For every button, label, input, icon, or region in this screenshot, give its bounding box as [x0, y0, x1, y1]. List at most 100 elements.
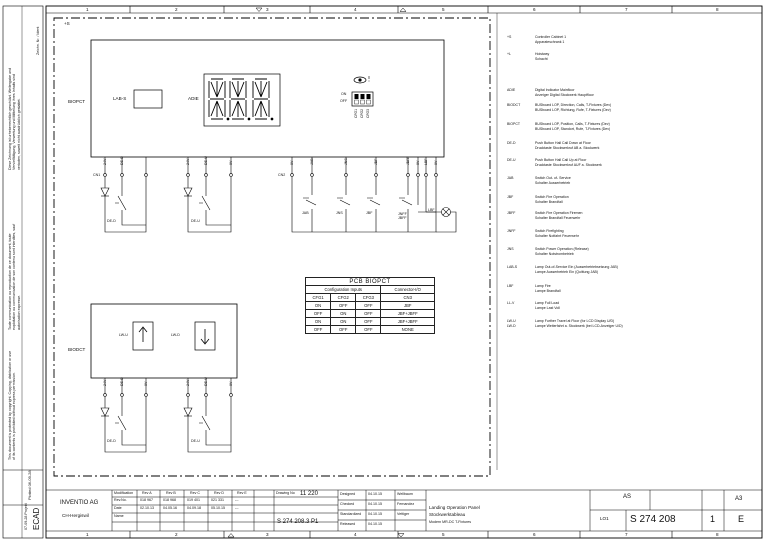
grid-col-8-bottom: 8	[716, 531, 719, 537]
revision-cell: 018 967	[140, 498, 153, 502]
table-cell: OFF	[330, 325, 357, 334]
legend-description: Switch Fire Operation Firemen	[535, 211, 583, 215]
pcb-group-config: Configuration Inputs	[304, 285, 382, 294]
pin-de-d: DE-D	[120, 156, 124, 165]
pin-cn2-0v: 0V	[290, 160, 294, 165]
doc-type: AS	[623, 494, 632, 500]
table-row: ON ON OFF JBF+JBFF	[304, 317, 435, 326]
revision-cell: Rev.No.	[114, 498, 127, 502]
table-cell: OFF	[304, 325, 332, 334]
rev-col-d: Rev D	[214, 491, 224, 495]
table-cell: OFF	[355, 317, 382, 326]
connector-cn1: CN1	[93, 173, 101, 177]
rev-col-c: Rev C	[190, 491, 200, 495]
rev-col-mod: Modification	[114, 491, 134, 495]
grid-col-6: 6	[533, 6, 536, 12]
margin-plot-ref: 07-09-28 Projekt	[24, 503, 28, 530]
approval-date: 04.10.15	[368, 512, 382, 516]
bottom-pushbutton-de-d: DE-D	[107, 439, 116, 443]
pcb-header-cfg3: CFG3	[355, 293, 382, 302]
margin-drawing-ref: Zeichn. Nr. / Ident	[36, 26, 40, 55]
switch-jns-label: JNS	[336, 211, 343, 215]
approval-date: 04.10.15	[368, 502, 382, 506]
approval-date: 04.10.15	[368, 492, 382, 496]
drawing-no-label: Drawing No	[276, 491, 295, 495]
dip-switch	[351, 91, 374, 107]
grid-col-2: 2	[175, 6, 178, 12]
revision-cell: 019 401	[187, 498, 200, 502]
pushbutton-de-u-label: DE-U	[191, 219, 200, 223]
table-row: OFF ON OFF JBF+JBFF	[304, 309, 435, 318]
legend-tag: DE-U	[507, 158, 516, 162]
approval-name: Wellbaum	[397, 492, 413, 496]
document-number: S 274 208	[630, 514, 676, 525]
pcb-header-cn3: CN3	[380, 293, 435, 302]
legend-description: BUSboard LOP, Richtung, Rufe, T-Fixtures…	[535, 108, 611, 112]
table-cell: OFF	[355, 325, 382, 334]
legend-tag: LW-U LW-D	[507, 319, 516, 328]
table-row: OFF OFF OFF NONE	[304, 325, 435, 334]
approval-name: Vettiger	[397, 512, 410, 516]
pin-cn2-0v-2: 0V	[416, 160, 420, 165]
legend-description: Schalter Notstrombetrieb	[535, 252, 574, 256]
grid-col-4: 4	[354, 6, 357, 12]
grid-col-1: 1	[86, 6, 89, 12]
legend-description: Switch Fire Operation	[535, 195, 569, 199]
legend-description: Schalter Notfahrt Feuerwehr	[535, 234, 579, 238]
approval-role: Designed	[340, 492, 356, 496]
pcb-config-table: PCB BIOPCT Configuration Inputs Connecto…	[304, 277, 435, 334]
legend-description: Lamp Full Load	[535, 301, 560, 305]
pcb-table-title: PCB BIOPCT	[305, 277, 435, 286]
legend-description: Drucktaste Stockwerkruf AB a. Stockwerk	[535, 146, 600, 150]
pin-0v: 0V	[229, 160, 233, 165]
table-cell: OFF	[355, 309, 382, 318]
grid-col-2-bottom: 2	[175, 531, 178, 537]
pin-cn2-lbf: LBF	[424, 158, 428, 165]
legend-description: Push Button Hall Call Down at Floor	[535, 141, 591, 145]
approval-date: 04.10.15	[368, 522, 382, 526]
legend-description: Lampe Brandfall	[535, 289, 561, 293]
table-cell: NONE	[380, 325, 435, 334]
legend-tag: JBF	[507, 195, 514, 199]
legend-tag: DE-D	[507, 141, 516, 145]
legend-tag: JNS	[507, 247, 514, 251]
legend-tag: JAB	[507, 176, 514, 180]
legend-tag: BIODCT	[507, 103, 521, 107]
legend-description: Switch Firefighting	[535, 229, 564, 233]
revision-cell: ---	[235, 506, 239, 510]
connector-cn2: CN2	[278, 173, 286, 177]
pin-de-u: DE-U	[204, 156, 208, 165]
legend-description: Lamp Further Travel at Floor (for LCD Di…	[535, 319, 615, 323]
pcb-group-connector: Connector-I/O	[380, 285, 435, 294]
lamp-lbf-label: LBF	[428, 208, 435, 212]
drawing-no: 11 220	[300, 491, 318, 497]
margin-note-mid: Toute communication ou reproduction de c…	[8, 223, 21, 330]
legend-description: Apparateschrank 1	[535, 40, 565, 44]
legend-tag: JNFF	[507, 229, 516, 233]
legend-description: Schalter Brandfall	[535, 200, 563, 204]
pin-24v-1: 24V	[103, 158, 107, 165]
legend-description: Lampe Weiterfahrt a. Stockwerk (bei LCD-…	[535, 324, 623, 328]
revision-cell: 02.10.13	[140, 506, 154, 510]
table-cell: OFF	[304, 309, 332, 318]
table-cell: ON	[330, 309, 357, 318]
grid-col-7-bottom: 7	[625, 531, 628, 537]
adie-label: ADIE	[188, 96, 199, 101]
grid-col-7: 7	[625, 6, 628, 12]
table-cell: ON	[304, 301, 332, 310]
revision-letter: E	[738, 514, 745, 524]
switch-jab-label: JAB	[302, 211, 309, 215]
revision-cell: 04.05.16	[163, 506, 177, 510]
table-cell: JBF+JBFF	[380, 309, 435, 318]
legend-tag: +S	[507, 35, 512, 39]
bottom-pin-24v-1: 24V	[103, 379, 107, 386]
pushbutton-de-d-label: DE-D	[107, 219, 116, 223]
revision-cell: 021 331	[211, 498, 224, 502]
table-cell: JBF	[380, 301, 435, 310]
legend-description: Hoistway	[535, 52, 550, 56]
grid-col-8: 8	[716, 6, 719, 12]
table-row: ON OFF OFF JBF	[304, 301, 435, 310]
card-top-label: BIOPCT	[68, 99, 86, 104]
legend-description: BUSboard LOP, Position, Calls, T-Fixture…	[535, 122, 610, 126]
